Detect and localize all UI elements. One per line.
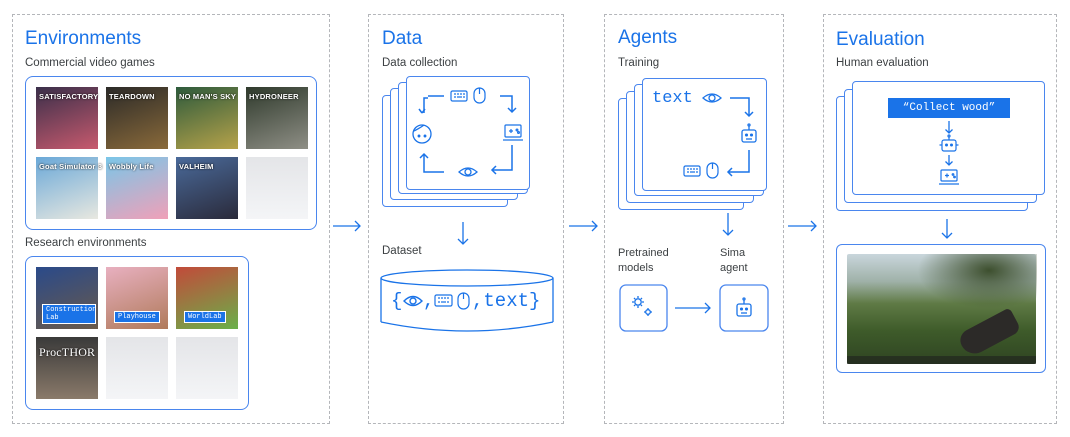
game-title: SATISFACTORY <box>39 92 99 101</box>
game-tile: NO MAN'S SKY <box>176 87 238 149</box>
data-title: Data <box>382 28 423 49</box>
game-tile: Goat Simulator 3 <box>36 157 102 219</box>
keyboard-icon <box>450 90 468 102</box>
pretrained-models-box <box>619 284 668 332</box>
research-tag: WorldLab <box>184 311 226 323</box>
arrow-right-icon <box>569 220 598 232</box>
mouse-icon <box>706 162 719 179</box>
pretrained-label: Pretrained models <box>618 246 669 276</box>
arrow-right-icon <box>333 220 361 232</box>
game-title: TEARDOWN <box>109 92 155 101</box>
face-icon <box>412 124 432 144</box>
dataset-cylinder <box>380 269 554 332</box>
keyboard-icon <box>683 165 701 177</box>
mouse-icon <box>457 292 470 310</box>
game-screen-icon <box>503 124 523 141</box>
robot-icon <box>736 297 752 317</box>
sima-agent-box <box>719 284 769 332</box>
gears-icon <box>632 296 652 316</box>
arrow-down-icon <box>941 219 953 239</box>
research-tag: Construction Lab <box>42 304 96 324</box>
data-collection-label: Data collection <box>382 57 458 69</box>
sima-label-line1: Sima <box>720 247 746 259</box>
training-text-token: text <box>652 89 693 108</box>
eye-icon <box>458 167 478 177</box>
evaluation-panel <box>823 14 1057 424</box>
collection-card <box>406 76 530 190</box>
research-tile: ProcTHOR <box>36 337 98 399</box>
environments-title: Environments <box>25 28 142 49</box>
dataset-text-token: ,text} <box>472 290 541 312</box>
research-title: ProcTHOR <box>39 345 96 359</box>
evaluation-title: Evaluation <box>836 29 925 50</box>
game-title: Goat Simulator 3 <box>39 162 103 171</box>
research-tile: WorldLab <box>176 267 238 329</box>
arrow-right-icon <box>675 302 711 314</box>
training-label: Training <box>618 57 660 69</box>
pretrained-label-line2: models <box>618 262 654 274</box>
game-title: HYDRONEER <box>249 92 299 101</box>
arrow-down-icon <box>457 222 469 245</box>
commercial-games-label: Commercial video games <box>25 57 155 69</box>
eye-icon <box>702 93 722 103</box>
eye-icon <box>403 295 423 307</box>
robot-icon <box>741 123 757 143</box>
game-title: Wobbly Life <box>109 162 154 171</box>
dataset-open-brace: { <box>391 290 403 312</box>
game-title: NO MAN'S SKY <box>179 92 237 101</box>
hud-bar <box>847 356 1036 364</box>
keyboard-icon <box>434 294 453 307</box>
arrow-right-icon <box>788 220 817 232</box>
agents-title: Agents <box>618 27 678 48</box>
research-tile: Playhouse <box>106 267 168 329</box>
game-tile: SATISFACTORY <box>36 87 98 149</box>
research-tag: Playhouse <box>114 311 160 323</box>
empty-tile <box>106 337 168 399</box>
game-tile: HYDRONEER <box>246 87 308 149</box>
environments-panel <box>12 14 330 424</box>
robot-icon <box>939 134 959 152</box>
game-screen-icon <box>939 169 959 185</box>
mouse-icon <box>473 87 486 104</box>
dataset-comma: , <box>423 290 435 312</box>
gameplay-screenshot <box>847 254 1037 364</box>
empty-tile <box>176 337 238 399</box>
tree-silhouette <box>917 254 1037 309</box>
agents-panel <box>604 14 784 424</box>
player-hand <box>956 307 1022 359</box>
human-evaluation-label: Human evaluation <box>836 57 929 69</box>
game-tile: TEARDOWN <box>106 87 168 149</box>
data-panel <box>368 14 564 424</box>
sima-label-line2: agent <box>720 262 748 274</box>
research-environments-label: Research environments <box>25 237 147 249</box>
research-tile: Construction Lab <box>36 267 98 329</box>
pretrained-label-line1: Pretrained <box>618 247 669 259</box>
empty-tile <box>246 157 308 219</box>
arrow-down-icon <box>722 213 734 236</box>
game-tile: Wobbly Life <box>106 157 168 219</box>
research-environments-box: Construction Lab Playhouse WorldLab Proc… <box>25 256 249 410</box>
game-tile: VALHEIM <box>176 157 238 219</box>
dataset-label: Dataset <box>382 245 422 257</box>
sima-agent-label: Sima agent <box>720 246 748 276</box>
instruction-chip: “Collect wood” <box>888 98 1010 118</box>
commercial-games-box: SATISFACTORY TEARDOWN NO MAN'S SKY HYDRO… <box>25 76 317 230</box>
game-title: VALHEIM <box>179 162 214 171</box>
gameplay-frame <box>836 244 1046 373</box>
